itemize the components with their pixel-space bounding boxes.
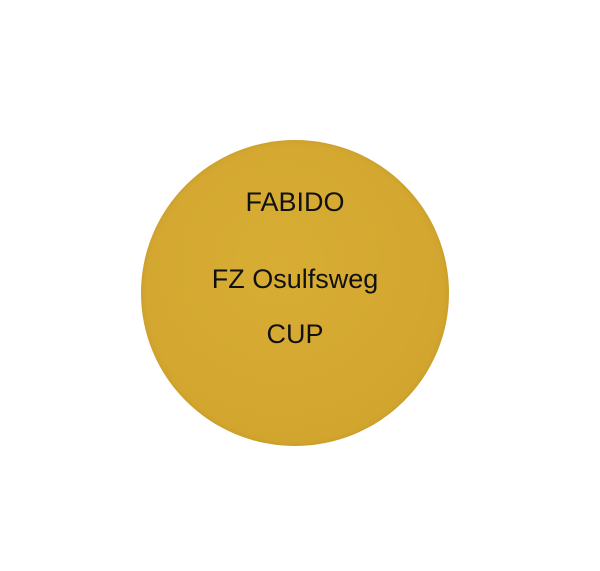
gold-circle-badge: FABIDO FZ Osulfsweg CUP	[141, 140, 449, 446]
badge-caption: CUP	[266, 319, 324, 349]
badge-subtitle: FZ Osulfsweg	[211, 264, 379, 294]
badge-title: FABIDO	[245, 187, 345, 217]
